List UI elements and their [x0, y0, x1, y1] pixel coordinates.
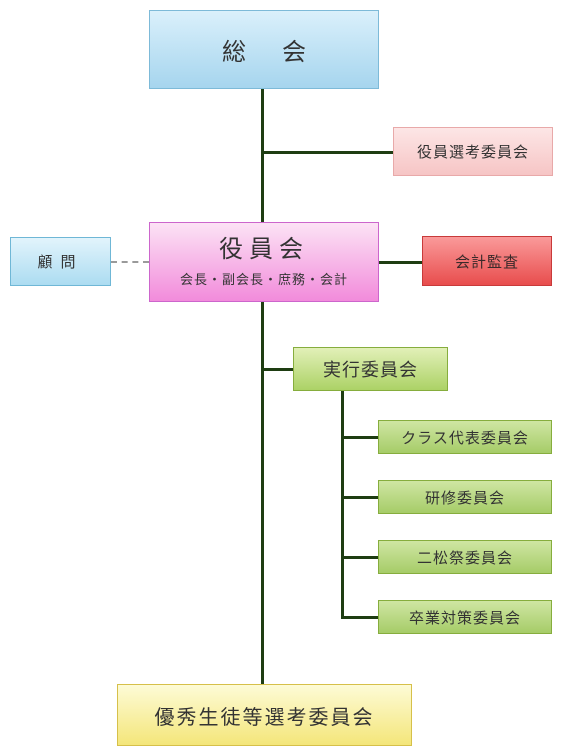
general-assembly-label: 総会: [222, 38, 342, 66]
class-representative-committee-box: クラス代表委員会: [378, 420, 552, 454]
sub-connector-3: [341, 556, 379, 559]
accounting-audit-label: 会計監査: [454, 252, 519, 271]
class-representative-committee-label: クラス代表委員会: [401, 428, 529, 447]
lower-vertical-connector: [261, 302, 264, 685]
jikkou-vertical-connector: [341, 391, 344, 619]
training-committee-box: 研修委員会: [378, 480, 552, 514]
training-committee-label: 研修委員会: [424, 488, 505, 507]
accounting-audit-box: 会計監査: [422, 236, 552, 286]
board-of-officers-box: 役員会 会長・副会長・庶務・会計: [149, 222, 379, 302]
board-of-officers-title: 役員会: [219, 234, 309, 263]
jikkou-branch-connector: [261, 368, 294, 371]
executive-committee-box: 実行委員会: [293, 347, 448, 391]
board-of-officers-members: 会長・副会長・庶務・会計: [179, 272, 348, 288]
executive-committee-label: 実行委員会: [323, 360, 418, 381]
main-vertical-connector: [261, 89, 264, 223]
outstanding-student-selection-committee-label: 優秀生徒等選考委員会: [154, 704, 375, 729]
general-assembly-box: 総会: [149, 10, 379, 89]
graduation-committee-box: 卒業対策委員会: [378, 600, 552, 634]
sub-connector-4: [341, 616, 379, 619]
kaikei-connector: [379, 261, 423, 264]
officer-selection-committee-label: 役員選考委員会: [416, 143, 529, 161]
komon-dashed-connector: [111, 261, 149, 263]
festival-committee-box: 二松祭委員会: [378, 540, 552, 574]
festival-committee-label: 二松祭委員会: [416, 548, 513, 567]
advisor-box: 顧問: [10, 237, 111, 286]
sub-connector-2: [341, 496, 379, 499]
sub-connector-1: [341, 436, 379, 439]
outstanding-student-selection-committee-box: 優秀生徒等選考委員会: [117, 684, 412, 746]
officer-selection-committee-box: 役員選考委員会: [393, 127, 553, 176]
senkou-branch-connector: [261, 151, 394, 154]
graduation-committee-label: 卒業対策委員会: [408, 608, 521, 627]
advisor-label: 顧問: [37, 253, 84, 271]
